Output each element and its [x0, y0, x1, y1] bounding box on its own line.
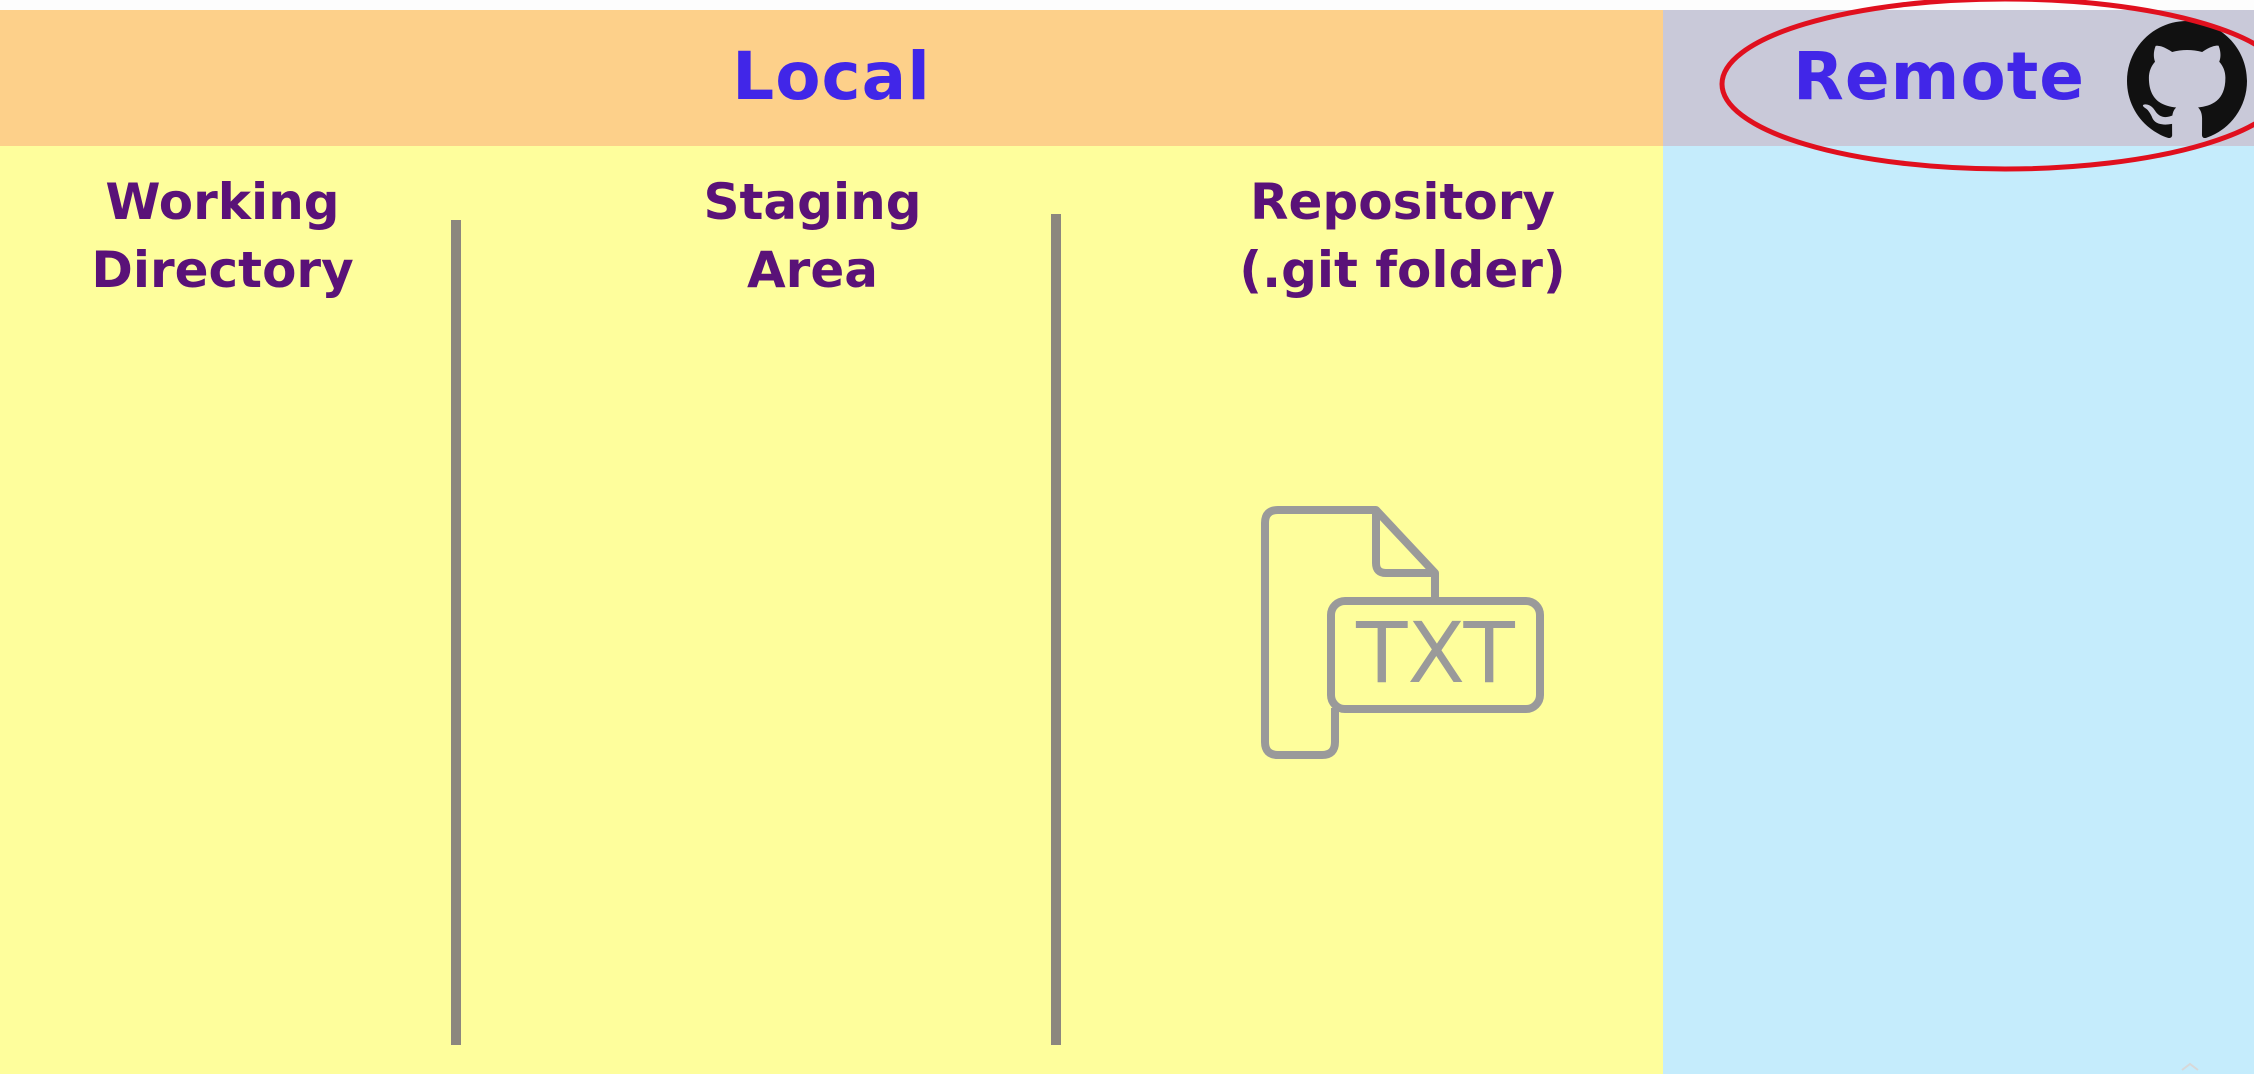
top-band: [0, 0, 2254, 10]
local-body: [0, 146, 1663, 1074]
repository-line1: Repository: [1250, 173, 1555, 231]
staging-area-line2: Area: [746, 241, 878, 299]
txt-file-icon: TXT: [1261, 506, 1544, 759]
txt-label: TXT: [1355, 604, 1515, 702]
remote-label: Remote: [1793, 38, 2086, 115]
divider-working-staging: [451, 220, 461, 1045]
repository-title: Repository (.git folder): [1175, 168, 1630, 304]
divider-staging-repository: [1051, 214, 1061, 1045]
github-icon: [2127, 21, 2247, 139]
playback-indicator-icon: [2181, 1062, 2199, 1071]
staging-area-line1: Staging: [703, 173, 922, 231]
remote-body: [1663, 146, 2254, 1074]
working-directory-line1: Working: [105, 173, 340, 231]
repository-line2: (.git folder): [1239, 241, 1566, 299]
local-header: Local: [0, 10, 1663, 146]
local-label: Local: [732, 37, 931, 115]
working-directory-line2: Directory: [91, 241, 354, 299]
working-directory-title: Working Directory: [40, 168, 405, 304]
staging-area-title: Staging Area: [630, 168, 995, 304]
remote-header: Remote: [1663, 10, 2254, 146]
